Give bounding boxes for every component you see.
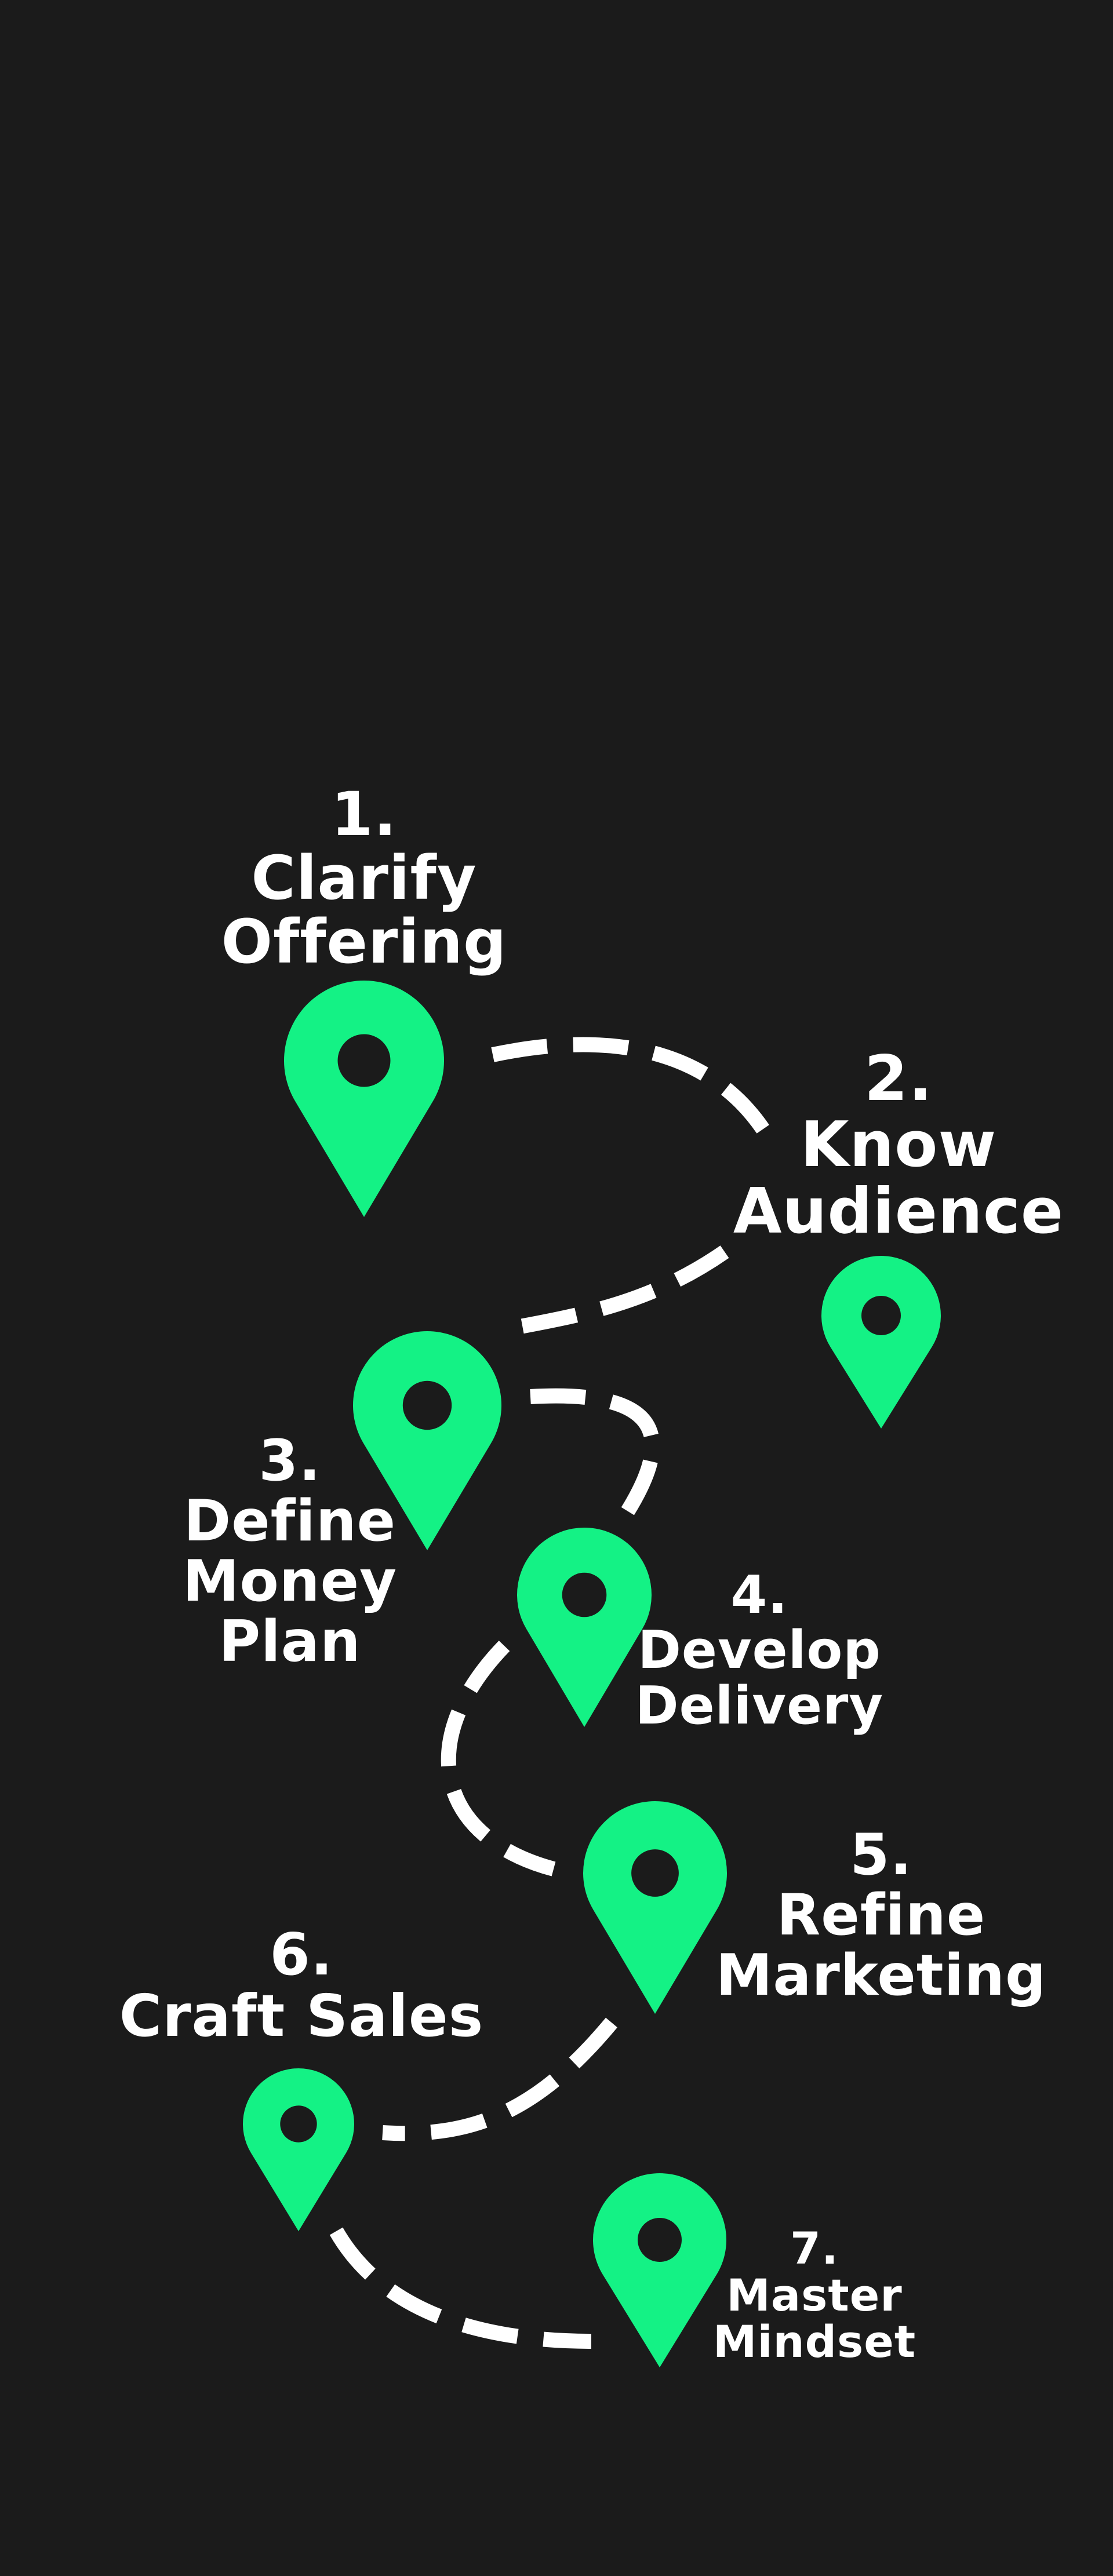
step-6-number: 6. (270, 1921, 333, 1988)
step-2-label: 2. Know Audience (730, 1043, 1067, 1248)
step-1-line-1: Clarify (251, 843, 477, 914)
step-5-map-pin-icon (583, 1801, 727, 2014)
step-1-line-2: Offering (221, 906, 507, 978)
route-segment-6-7 (329, 2227, 592, 2349)
step-3-label: 3. Define Money Plan (174, 1431, 406, 1673)
step-7-label: 7. Master Mindset (704, 2225, 925, 2366)
route-segment-2-3 (500, 1245, 729, 1338)
step-1-map-pin-icon (284, 981, 445, 1217)
step-3-line-2: Money (183, 1548, 397, 1615)
step-4-line-1: Develop (638, 1620, 881, 1681)
step-4-label: 4. Develop Delivery (629, 1565, 890, 1736)
step-6-map-pin-icon (243, 2068, 354, 2231)
step-3-line-1: Define (183, 1488, 397, 1554)
step-2-line-2: Audience (733, 1175, 1064, 1248)
step-2-line-1: Know (800, 1109, 997, 1182)
step-6-line-1: Craft Sales (119, 1982, 484, 2050)
route-segment-5-6 (382, 2017, 617, 2141)
step-7-line-2: Mindset (712, 2316, 916, 2368)
step-4-map-pin-icon (517, 1528, 652, 1727)
step-5-line-1: Refine (776, 1882, 986, 1948)
route-segment-3-4 (530, 1388, 660, 1532)
step-3-line-3: Plan (219, 1608, 361, 1675)
step-4-line-2: Delivery (635, 1675, 884, 1736)
step-3-map-pin-icon (353, 1331, 501, 1550)
step-5-line-2: Marketing (715, 1942, 1047, 2009)
step-7-line-1: Master (726, 2269, 903, 2321)
step-7-number: 7. (790, 2222, 839, 2274)
step-2-number: 2. (864, 1043, 933, 1115)
step-5-number: 5. (850, 1822, 912, 1888)
step-6-label: 6. Craft Sales (99, 1924, 504, 2047)
route-segment-4-5 (441, 1640, 556, 1877)
step-1-number: 1. (331, 779, 397, 850)
dashed-route (329, 1037, 778, 2349)
step-7-map-pin-icon (593, 2173, 727, 2367)
step-2-map-pin-icon (821, 1256, 941, 1429)
step-4-number: 4. (730, 1565, 788, 1626)
pins-layer (243, 981, 941, 2367)
step-3-number: 3. (259, 1428, 321, 1494)
route-segment-1-2 (491, 1037, 778, 1146)
step-5-label: 5. Refine Marketing (713, 1822, 1049, 2009)
step-1-label: 1. Clarify Offering (219, 782, 509, 974)
